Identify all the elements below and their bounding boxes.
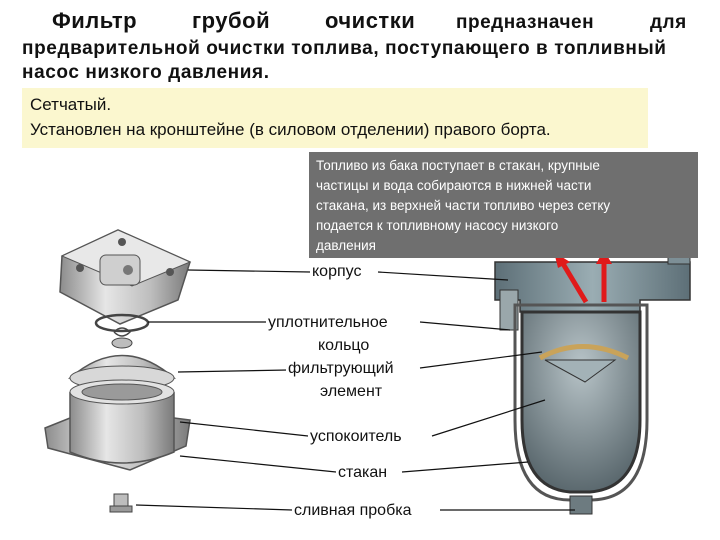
drain-plug-part xyxy=(109,493,133,513)
filter-type-note: Сетчатый. Установлен на кронштейне (в си… xyxy=(22,88,648,148)
leader-lines xyxy=(135,269,575,511)
sealing-ring-part xyxy=(94,313,150,349)
description-line: подается к топливному насосу низкого xyxy=(316,218,559,233)
title-word: предназначен xyxy=(456,12,595,33)
label-sealing-ring: кольцо xyxy=(316,337,372,355)
label-filter-element: фильтрующий xyxy=(286,360,396,378)
filter-section-view xyxy=(494,239,691,515)
cup-part xyxy=(44,379,191,471)
description-line: стакана, из верхней части топливо через … xyxy=(316,198,611,213)
label-calmer: успокоитель xyxy=(308,428,404,446)
label-housing: корпус xyxy=(310,263,364,281)
housing-part xyxy=(59,229,192,325)
description-line: частицы и вода собираются в нижней части xyxy=(316,178,592,193)
label-drain-plug: сливная пробка xyxy=(292,502,414,520)
fuel-flow-description: Топливо из бака поступает в стакан, круп… xyxy=(309,152,698,258)
label-sealing-ring: уплотнительное xyxy=(266,314,390,332)
title-word: грубой xyxy=(192,8,271,33)
title-word: Фильтр xyxy=(52,8,138,33)
label-filter-element: элемент xyxy=(318,383,385,401)
description-line: давления xyxy=(316,238,376,253)
title-word: очистки xyxy=(325,8,416,33)
title-line: предварительной очистки топлива, поступа… xyxy=(22,38,667,59)
label-cup: стакан xyxy=(336,464,390,482)
note-line: Сетчатый. xyxy=(30,95,112,114)
description-line: Топливо из бака поступает в стакан, круп… xyxy=(316,158,600,173)
title-word: для xyxy=(650,12,687,33)
title-line: насос низкого давления. xyxy=(22,62,270,83)
note-line: Установлен на кронштейне (в силовом отде… xyxy=(30,120,551,139)
